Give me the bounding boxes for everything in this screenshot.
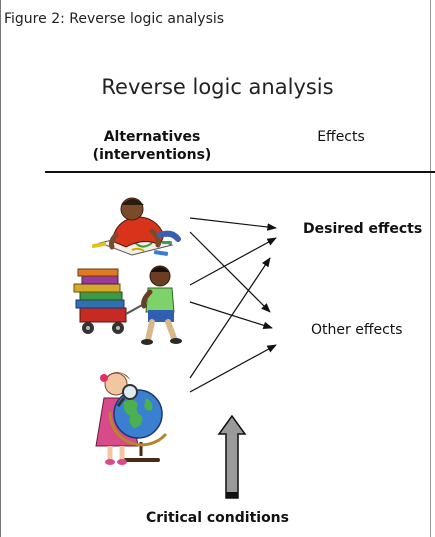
figure-frame-left bbox=[0, 0, 1, 537]
arrow-alt2-to-other bbox=[189, 301, 273, 330]
arrow-alt3-to-desired bbox=[189, 257, 271, 379]
figure-frame-right bbox=[430, 0, 431, 537]
child-with-books-icon bbox=[73, 265, 182, 345]
arrow-alt3-to-other bbox=[189, 344, 277, 393]
critical-conditions-arrow-icon bbox=[217, 414, 247, 499]
child-with-globe-icon bbox=[95, 372, 168, 465]
alternatives-column-header: Alternatives (interventions) bbox=[62, 128, 242, 164]
arrow-alt1-to-other bbox=[189, 231, 271, 313]
arrow-alt2-to-desired bbox=[189, 237, 277, 286]
effects-column-header: Effects bbox=[317, 129, 365, 145]
desired-effects-label: Desired effects bbox=[303, 221, 423, 237]
diagram-title: Reverse logic analysis bbox=[101, 75, 334, 99]
figure-caption: Figure 2: Reverse logic analysis bbox=[4, 11, 225, 27]
critical-conditions-label: Critical conditions bbox=[145, 510, 289, 526]
alternatives-header-text: Alternatives (interventions) bbox=[92, 129, 212, 163]
header-rule bbox=[45, 171, 435, 173]
arrow-alt1-to-desired bbox=[189, 217, 277, 231]
child-drawing-icon bbox=[92, 197, 181, 256]
other-effects-label: Other effects bbox=[311, 322, 403, 338]
